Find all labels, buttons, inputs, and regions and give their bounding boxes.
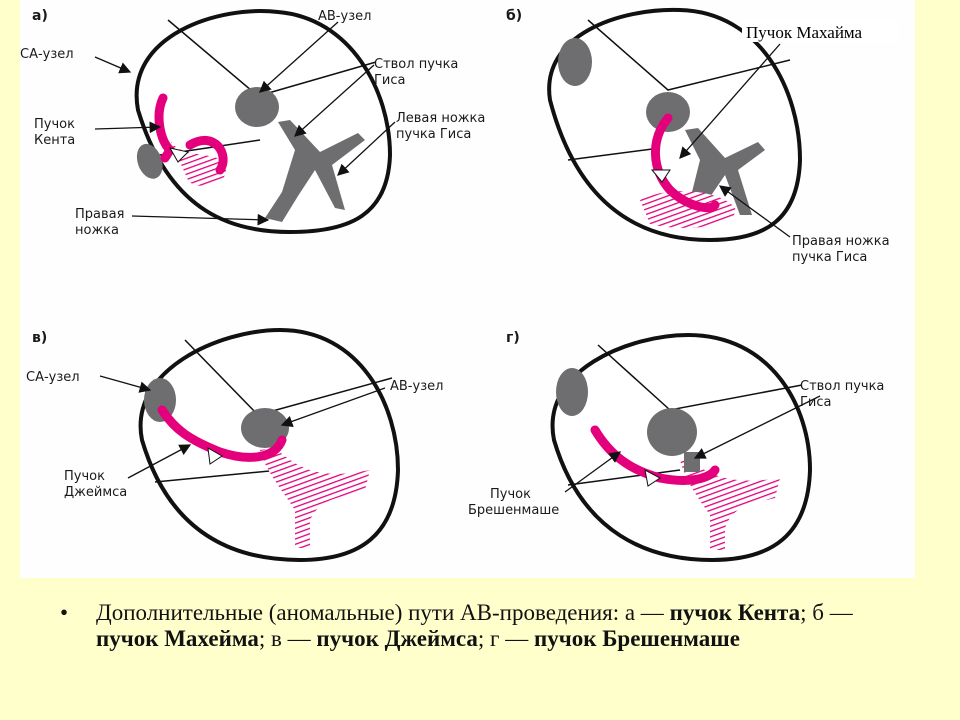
his-bundle-a — [265, 120, 365, 222]
label-james-c-1: Пучок — [64, 469, 105, 484]
panel-a-letter: а) — [32, 8, 48, 24]
caption-mahaim: пучок Махейма — [96, 626, 259, 651]
mahaim-bundle-b — [651, 113, 720, 213]
sa-node-d — [556, 368, 588, 416]
label-av-node-a: АВ-узел — [318, 9, 371, 24]
label-bresch-d-2: Брешенмаше — [468, 503, 559, 518]
panel-d: г) Ствол пучка Гиса Пучок Брешенмаше — [468, 330, 884, 563]
av-node-b — [646, 92, 690, 132]
caption-part-1: Дополнительные (аномальные) пути АВ-пров… — [96, 600, 670, 625]
label-his-trunk-a-2: Гиса — [374, 73, 406, 88]
label-james-c-2: Джеймса — [64, 485, 127, 500]
caption-part-4: ; г — — [477, 626, 534, 651]
label-right-bundle-b-1: Правая ножка — [792, 234, 890, 249]
label-his-trunk-d-2: Гиса — [800, 395, 832, 410]
label-left-bundle-a-1: Левая ножка — [396, 111, 485, 126]
caption-bullet: • — [60, 600, 69, 625]
his-bundle-c — [260, 448, 370, 548]
panel-d-letter: г) — [506, 330, 520, 346]
sa-node-a — [136, 143, 163, 179]
label-bresch-d-1: Пучок — [490, 487, 531, 502]
panel-c: в) СА-узел АВ-узел Пучок Джеймса — [26, 327, 443, 563]
panel-b-letter: б) — [506, 8, 522, 24]
label-kent-a-2: Кента — [34, 133, 75, 148]
caption-part-2: ; б — — [800, 600, 853, 625]
diagram-figure: а) АВ-узел СА-узел Ствол пучка Гиса Пучо… — [20, 0, 915, 578]
label-his-trunk-a-1: Ствол пучка — [374, 57, 458, 72]
label-right-bundle-a-2: ножка — [75, 223, 119, 238]
panel-b: б) Пучок Махайма Правая ножка пучка Гиса — [506, 7, 898, 265]
caption-kent: пучок Кента — [669, 600, 801, 625]
panel-c-letter: в) — [32, 330, 47, 346]
sa-node-b — [558, 38, 592, 86]
label-right-bundle-a-1: Правая — [75, 207, 124, 222]
caption: • Дополнительные (аномальные) пути АВ-пр… — [60, 600, 920, 652]
james-bundle-c — [157, 405, 287, 462]
label-left-bundle-a-2: пучка Гиса — [396, 127, 471, 142]
label-sa-node-c: СА-узел — [26, 370, 80, 385]
av-node-c — [241, 408, 289, 448]
label-av-node-c: АВ-узел — [390, 379, 443, 394]
mahaim-label-box — [742, 20, 898, 42]
label-his-trunk-d-1: Ствол пучка — [800, 379, 884, 394]
caption-text: Дополнительные (аномальные) пути АВ-пров… — [96, 600, 920, 652]
caption-brechenmacher: пучок Брешенмаше — [533, 626, 740, 651]
label-right-bundle-b-2: пучка Гиса — [792, 250, 867, 265]
label-sa-node-a: СА-узел — [20, 47, 74, 62]
av-node-a — [235, 87, 279, 127]
label-mahaim-b: Пучок Махайма — [746, 23, 863, 42]
label-kent-a-1: Пучок — [34, 117, 75, 132]
av-node-d — [647, 408, 697, 456]
panel-a: а) АВ-узел СА-узел Ствол пучка Гиса Пучо… — [20, 8, 485, 238]
preexcitation-area-b — [640, 191, 736, 228]
caption-part-3: ; в — — [258, 626, 317, 651]
heart-diagrams: а) АВ-узел СА-узел Ствол пучка Гиса Пучо… — [20, 7, 898, 563]
caption-james: пучок Джеймса — [316, 626, 478, 651]
his-trunk-d — [684, 452, 700, 472]
